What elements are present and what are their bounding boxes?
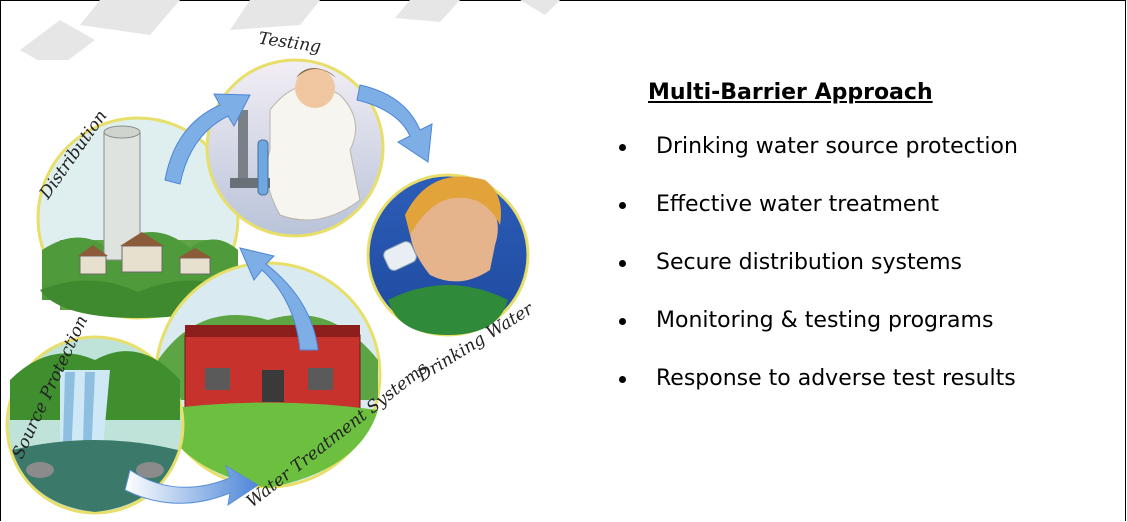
- multi-barrier-cycle-diagram: Testing Distribution Drinking Water Sour…: [5, 29, 538, 515]
- panel-title: Multi-Barrier Approach: [648, 80, 933, 105]
- testing-circle: [205, 58, 385, 238]
- bullet-icon: [619, 144, 626, 151]
- arrow-distribution-to-testing: [164, 93, 251, 185]
- arrow-source-to-treatment: [124, 464, 259, 507]
- list-item-text: Monitoring & testing programs: [656, 308, 994, 333]
- label-testing: Testing: [257, 29, 322, 58]
- bullet-icon: [619, 376, 626, 383]
- arrow-treatment-to-distribution: [239, 247, 319, 351]
- bullet-icon: [619, 202, 626, 209]
- list-item: Drinking water source protection: [600, 125, 1120, 183]
- list-item-text: Effective water treatment: [656, 192, 940, 217]
- source-protection-circle: [5, 335, 185, 515]
- barrier-list: Drinking water source protection Effecti…: [600, 125, 1120, 415]
- bullet-icon: [619, 318, 626, 325]
- multi-barrier-panel: Multi-Barrier Approach Drinking water so…: [600, 80, 1120, 415]
- list-item: Secure distribution systems: [600, 241, 1120, 299]
- drinking-water-circle: [366, 173, 530, 337]
- distribution-circle: [36, 116, 240, 320]
- list-item-text: Response to adverse test results: [656, 366, 1016, 391]
- list-item: Effective water treatment: [600, 183, 1120, 241]
- list-item-text: Secure distribution systems: [656, 250, 962, 275]
- list-item: Monitoring & testing programs: [600, 299, 1120, 357]
- bullet-icon: [619, 260, 626, 267]
- cycle-arrows: [124, 84, 433, 507]
- list-item: Response to adverse test results: [600, 357, 1120, 415]
- water-treatment-circle: [154, 261, 382, 489]
- list-item-text: Drinking water source protection: [656, 134, 1018, 159]
- arrow-testing-to-drinking: [356, 84, 433, 163]
